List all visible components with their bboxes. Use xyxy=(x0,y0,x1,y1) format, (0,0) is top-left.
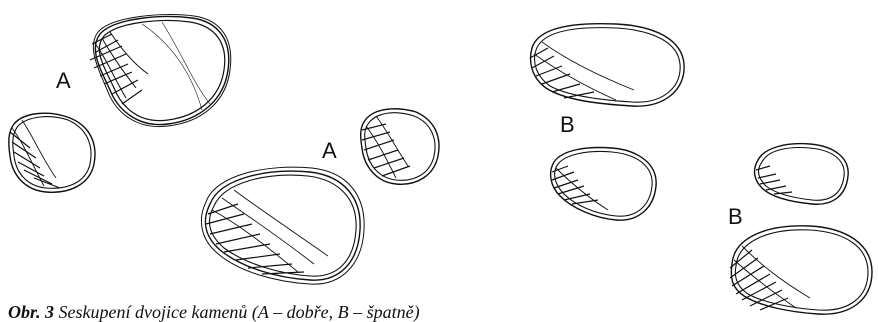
group-label-b-upper: B xyxy=(560,114,575,136)
stone-a2-small xyxy=(356,104,444,188)
stone-b1-large xyxy=(524,18,688,112)
stone-a1-small xyxy=(4,108,100,196)
stone-a2-large xyxy=(198,164,366,286)
group-label-b-lower: B xyxy=(728,206,743,228)
figure-caption: Obr. 3 Seskupení dvojice kamenů (A – dob… xyxy=(8,303,420,321)
group-label-a-middle: A xyxy=(322,140,337,162)
stone-a1-large xyxy=(82,14,234,126)
stone-b2-small xyxy=(750,140,854,210)
figure-number: Obr. 3 xyxy=(8,302,54,322)
stone-b1-small xyxy=(546,144,662,224)
stone-b2-large xyxy=(726,220,876,318)
figure-caption-text: Seskupení dvojice kamenů (A – dobře, B –… xyxy=(59,302,420,322)
group-label-a-left: A xyxy=(56,70,71,92)
